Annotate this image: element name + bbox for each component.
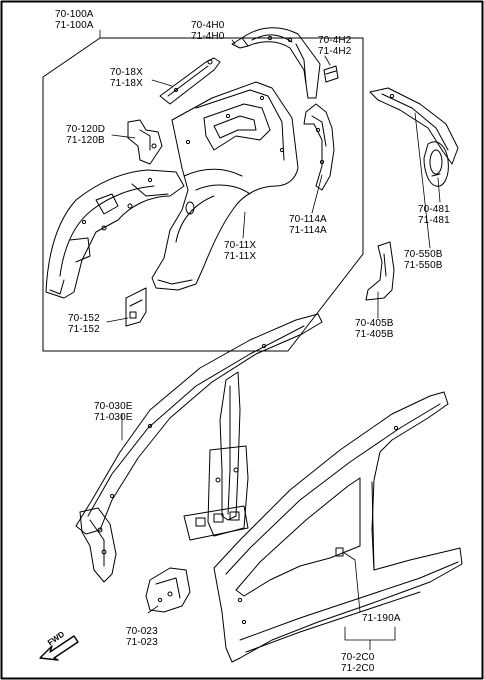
part-550b <box>369 87 459 165</box>
part-030e <box>75 313 323 583</box>
part-405b <box>365 241 395 301</box>
part-wheelhouse-inner <box>45 169 185 299</box>
part-152 <box>125 287 147 327</box>
part-18x <box>159 57 221 105</box>
fwd-arrow-icon <box>39 635 79 661</box>
part-481 <box>423 141 449 187</box>
label-190a: 71-190A <box>362 613 401 624</box>
part-4h0 <box>231 27 321 99</box>
group-box <box>42 37 364 352</box>
leader-lines <box>99 29 441 651</box>
part-023 <box>145 567 191 613</box>
part-11x <box>151 81 299 291</box>
part-114a <box>303 103 335 191</box>
part-4h2 <box>323 65 339 83</box>
part-120d <box>127 119 163 165</box>
part-190a-clip <box>335 547 344 557</box>
part-2c0 <box>213 391 463 663</box>
